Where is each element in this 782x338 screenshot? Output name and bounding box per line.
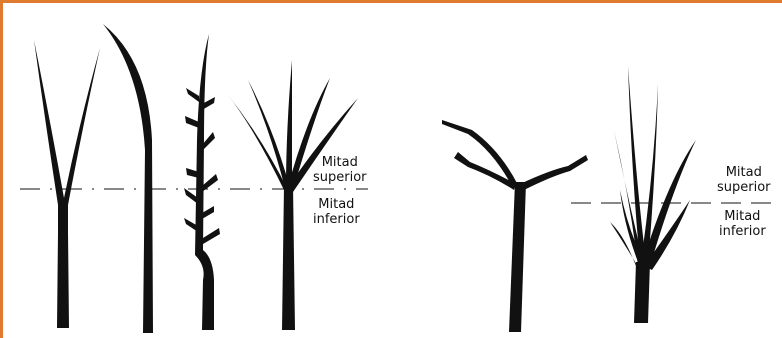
plant-narrow-v [34, 40, 100, 328]
plant-y-shape [442, 120, 588, 332]
lower-half-label-right: Mitad inferior [719, 209, 766, 239]
label-line: Mitad [313, 197, 360, 212]
plant-side-shoots [184, 34, 220, 330]
label-line: superior [717, 180, 771, 195]
label-line: inferior [313, 212, 360, 227]
plant-vase [228, 60, 358, 330]
plant-multi-stem [610, 66, 696, 323]
label-line: superior [313, 170, 367, 185]
plant-single-stem [103, 24, 153, 333]
label-line: Mitad [719, 209, 766, 224]
label-line: Mitad [717, 165, 771, 180]
label-line: Mitad [313, 155, 367, 170]
upper-half-label-left: Mitad superior [313, 155, 367, 185]
lower-half-label-left: Mitad inferior [313, 197, 360, 227]
upper-half-label-right: Mitad superior [717, 165, 771, 195]
label-line: inferior [719, 224, 766, 239]
